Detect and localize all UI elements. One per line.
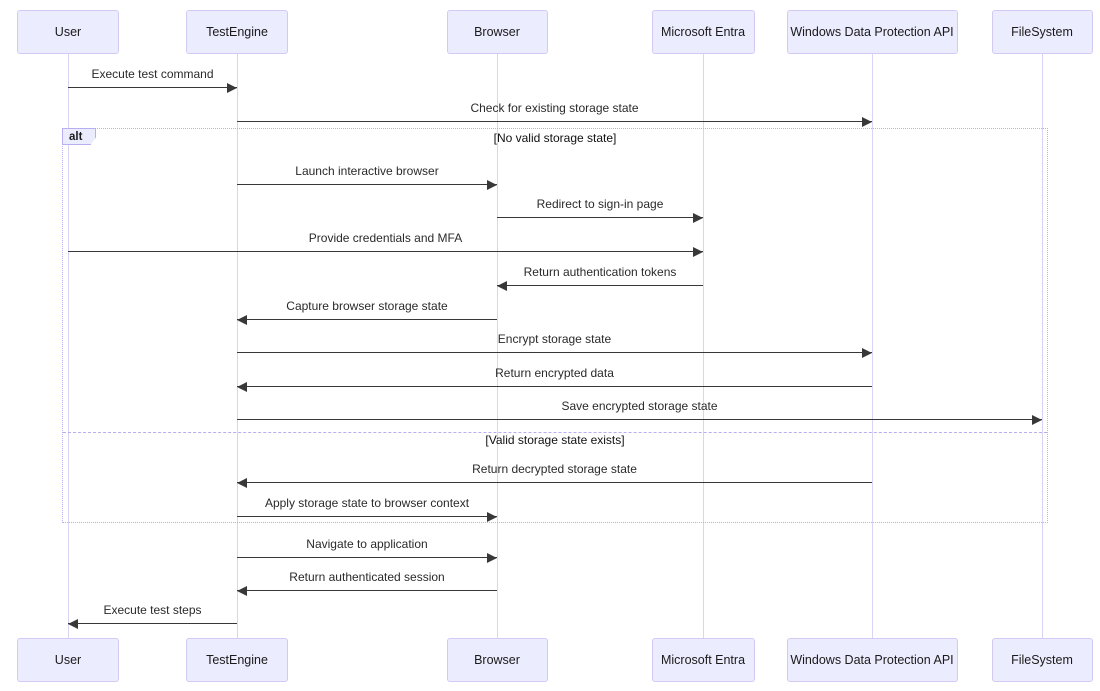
actor-box-bottom-browser: Browser xyxy=(446,638,548,682)
arrowhead-icon xyxy=(487,180,497,190)
actor-box-top-user: User xyxy=(17,10,119,54)
alt-guard-no-valid-storage-state: [No valid storage state] xyxy=(493,131,617,145)
actor-box-top-browser: Browser xyxy=(446,10,548,54)
actor-box-top-filesystem: FileSystem xyxy=(991,10,1093,54)
lifeline-windows-data-protection-api xyxy=(872,54,873,638)
message-line-capture-browser-storage-state xyxy=(237,319,497,320)
message-line-return-decrypted-storage-state xyxy=(237,482,872,483)
message-line-encrypt-storage-state xyxy=(237,352,872,353)
message-line-return-encrypted-data xyxy=(237,386,872,387)
arrowhead-icon xyxy=(237,586,247,596)
arrowhead-icon xyxy=(693,213,703,223)
arrowhead-icon xyxy=(497,281,507,291)
arrowhead-icon xyxy=(862,348,872,358)
arrowhead-icon xyxy=(862,117,872,127)
message-label-return-encrypted-data: Return encrypted data xyxy=(495,366,614,380)
message-line-apply-storage-state-to-browser-context xyxy=(237,516,497,517)
message-label-redirect-to-sign-in-page: Redirect to sign-in page xyxy=(536,197,664,211)
lifeline-browser xyxy=(497,54,498,638)
message-label-encrypt-storage-state: Encrypt storage state xyxy=(497,332,612,346)
message-line-redirect-to-sign-in-page xyxy=(497,217,703,218)
lifeline-microsoft-entra xyxy=(703,54,704,638)
actor-box-bottom-testengine: TestEngine xyxy=(186,638,288,682)
message-line-navigate-to-application xyxy=(237,557,497,558)
message-label-return-decrypted-storage-state: Return decrypted storage state xyxy=(472,462,637,476)
actor-box-top-windows-data-protection-api: Windows Data Protection API xyxy=(786,10,958,54)
lifeline-testengine xyxy=(237,54,238,638)
actor-box-bottom-user: User xyxy=(17,638,119,682)
alt-divider xyxy=(63,432,1047,433)
arrowhead-icon xyxy=(693,247,703,257)
message-line-launch-interactive-browser xyxy=(237,184,497,185)
message-label-return-authenticated-session: Return authenticated session xyxy=(289,570,445,584)
actor-box-bottom-windows-data-protection-api: Windows Data Protection API xyxy=(786,638,958,682)
message-label-execute-test-steps: Execute test steps xyxy=(103,603,202,617)
arrowhead-icon xyxy=(237,382,247,392)
alt-label: alt xyxy=(62,128,96,145)
arrowhead-icon xyxy=(237,478,247,488)
alt-guard-valid-storage-state-exists: [Valid storage state exists] xyxy=(485,433,625,447)
message-line-execute-test-command xyxy=(68,87,237,88)
message-line-check-for-existing-storage-state xyxy=(237,121,872,122)
message-label-apply-storage-state-to-browser-context: Apply storage state to browser context xyxy=(264,496,470,510)
actor-box-top-testengine: TestEngine xyxy=(186,10,288,54)
arrowhead-icon xyxy=(68,619,78,629)
actor-box-bottom-microsoft-entra: Microsoft Entra xyxy=(651,638,755,682)
message-label-return-authentication-tokens: Return authentication tokens xyxy=(523,265,677,279)
message-label-provide-credentials-and-mfa: Provide credentials and MFA xyxy=(308,231,463,245)
arrowhead-icon xyxy=(487,553,497,563)
message-label-capture-browser-storage-state: Capture browser storage state xyxy=(286,299,448,313)
message-label-check-for-existing-storage-state: Check for existing storage state xyxy=(470,101,639,115)
arrowhead-icon xyxy=(227,83,237,93)
message-line-execute-test-steps xyxy=(68,623,237,624)
message-label-save-encrypted-storage-state: Save encrypted storage state xyxy=(561,399,718,413)
message-label-launch-interactive-browser: Launch interactive browser xyxy=(295,164,439,178)
message-line-return-authenticated-session xyxy=(237,590,497,591)
lifeline-filesystem xyxy=(1042,54,1043,638)
actor-box-top-microsoft-entra: Microsoft Entra xyxy=(651,10,755,54)
message-line-save-encrypted-storage-state xyxy=(237,419,1042,420)
message-label-execute-test-command: Execute test command xyxy=(91,67,214,81)
arrowhead-icon xyxy=(237,315,247,325)
arrowhead-icon xyxy=(1032,415,1042,425)
actor-box-bottom-filesystem: FileSystem xyxy=(991,638,1093,682)
arrowhead-icon xyxy=(487,512,497,522)
message-line-provide-credentials-and-mfa xyxy=(68,251,703,252)
lifeline-user xyxy=(68,54,69,638)
message-line-return-authentication-tokens xyxy=(497,285,703,286)
alt-frame: alt [No valid storage state] [Valid stor… xyxy=(62,128,1048,523)
message-label-navigate-to-application: Navigate to application xyxy=(306,537,428,551)
